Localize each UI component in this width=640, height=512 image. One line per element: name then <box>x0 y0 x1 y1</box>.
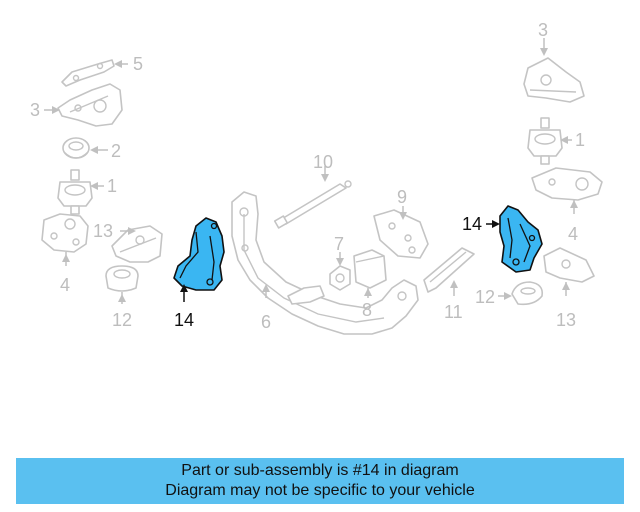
callout-13b: 13 <box>556 310 576 330</box>
arrow-6 <box>262 284 270 292</box>
part-13-right-bracket <box>543 247 595 283</box>
part-11-bar <box>423 247 475 293</box>
arrow-13b <box>562 282 570 290</box>
callout-14b: 14 <box>462 214 482 234</box>
part-1-right-mount <box>527 117 563 165</box>
part-13-left-bracket <box>111 225 163 263</box>
part-4-left-bracket <box>41 213 89 253</box>
callout-5: 5 <box>133 54 143 74</box>
banner-line-1: Part or sub-assembly is #14 in diagram <box>181 462 459 479</box>
callout-1a: 1 <box>107 176 117 196</box>
callout-4a: 4 <box>60 275 70 295</box>
callout-8: 8 <box>362 300 372 320</box>
part-14-right-highlighted <box>499 205 543 273</box>
part-1-left-mount <box>57 169 93 215</box>
part-7-bushing <box>329 265 351 291</box>
parts-diagram: 5 3 2 1 4 13 <box>30 20 603 335</box>
arrow-14a <box>180 284 188 292</box>
info-banner: Part or sub-assembly is #14 in diagram D… <box>16 458 624 504</box>
arrow-9 <box>399 212 407 220</box>
arrow-12a <box>118 294 126 302</box>
arrow-7 <box>336 258 344 266</box>
callout-14a: 14 <box>174 310 194 330</box>
callout-11: 11 <box>444 302 463 322</box>
callout-1b: 1 <box>575 130 585 150</box>
arrow-4a <box>62 254 70 262</box>
callout-9: 9 <box>397 187 407 207</box>
part-4-right-bracket <box>531 167 603 201</box>
part-12-right-pad <box>511 281 544 306</box>
callout-12a: 12 <box>112 310 132 330</box>
arrow-14b <box>492 220 500 228</box>
arrow-10 <box>321 174 329 182</box>
callout-12b: 12 <box>475 287 495 307</box>
part-14-left-highlighted <box>173 217 225 291</box>
callout-4b: 4 <box>568 224 578 244</box>
arrow-5 <box>114 60 122 68</box>
callout-7: 7 <box>334 234 344 254</box>
arrow-1a <box>90 182 98 190</box>
callout-13a: 13 <box>93 221 113 241</box>
part-9-plate <box>373 209 429 259</box>
part-6-crossmember <box>231 191 419 335</box>
arrow-13a <box>128 227 136 235</box>
callout-10: 10 <box>313 152 333 172</box>
callout-3a: 3 <box>30 100 40 120</box>
part-8-insulator <box>353 249 387 289</box>
banner-line-2: Diagram may not be specific to your vehi… <box>165 482 475 499</box>
callout-2: 2 <box>111 141 121 161</box>
part-3-right-bracket <box>523 57 585 103</box>
arrow-4b <box>570 200 578 208</box>
arrow-3a <box>52 106 60 114</box>
part-2-stopper <box>62 137 90 159</box>
callout-6: 6 <box>261 312 271 332</box>
arrow-8 <box>364 288 372 296</box>
arrow-2 <box>90 146 98 154</box>
part-12-left-pad <box>105 265 139 292</box>
arrow-11 <box>450 280 458 288</box>
part-10-rod <box>273 180 352 229</box>
arrow-12b <box>504 292 512 300</box>
arrow-3b <box>540 48 548 56</box>
part-3-left-bracket <box>57 83 123 127</box>
callout-3b: 3 <box>538 20 548 40</box>
part-5-bracket <box>61 59 115 87</box>
arrow-1b <box>560 136 568 144</box>
